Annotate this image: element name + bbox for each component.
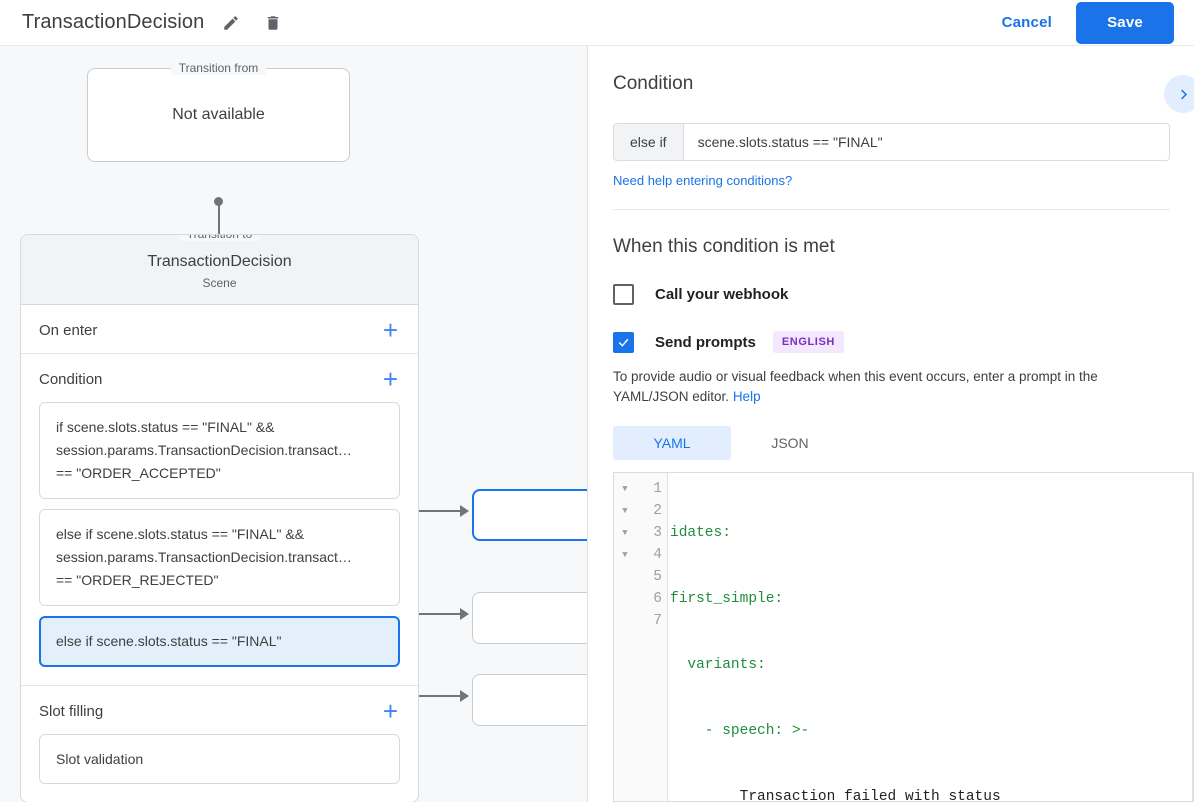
condition-arrow-2 — [460, 608, 469, 620]
scene-canvas: Transition from Not available Transition… — [0, 46, 588, 802]
fold-spacer — [614, 566, 636, 588]
prompts-description: To provide audio or visual feedback when… — [613, 367, 1170, 407]
trash-icon[interactable] — [258, 8, 288, 38]
slot-filling-list: Slot validation — [21, 734, 418, 802]
when-condition-met-section: When this condition is met Call your web… — [589, 210, 1194, 460]
line-number: 4 — [653, 547, 662, 563]
fold-arrow-icon[interactable]: ▼ — [622, 484, 628, 494]
line-number: 3 — [653, 525, 662, 541]
code-line: variants: — [670, 657, 766, 673]
cancel-button[interactable]: Cancel — [1001, 14, 1052, 31]
section-condition: Condition + if scene.slots.status == "FI… — [21, 354, 418, 686]
transition-connector-dot — [214, 197, 223, 206]
target-box-1[interactable] — [472, 489, 587, 541]
prompts-help-link[interactable]: Help — [732, 389, 761, 404]
section-slot-filling: Slot filling + Slot validation — [21, 686, 418, 802]
save-button[interactable]: Save — [1076, 1, 1174, 44]
top-bar: TransactionDecision Cancel Save — [0, 0, 1194, 46]
line-number: 2 — [653, 503, 662, 519]
prompts-description-text: To provide audio or visual feedback when… — [613, 369, 1098, 404]
section-header-condition: Condition + — [21, 354, 418, 402]
scene-type: Scene — [202, 276, 237, 290]
code-line: idates: — [670, 525, 731, 541]
editor-gutter: 1 2 3 4 5 6 7 — [636, 473, 668, 801]
chevron-right-icon[interactable] — [1164, 75, 1194, 113]
add-slot-filling-icon[interactable]: + — [382, 696, 398, 726]
transition-from-box: Transition from Not available — [87, 61, 350, 162]
condition-arrow-3 — [460, 690, 469, 702]
transition-from-legend: Transition from — [170, 61, 267, 75]
scene-panel: Transition to TransactionDecision Scene … — [20, 234, 419, 802]
code-line: - speech: >- — [670, 723, 810, 739]
condition-prefix-label: else if — [614, 124, 684, 160]
target-box-3[interactable] — [472, 674, 587, 726]
detail-panel: Condition else if Need help entering con… — [589, 46, 1194, 802]
send-prompts-checkbox[interactable] — [613, 331, 634, 353]
scene-name: TransactionDecision — [147, 253, 292, 270]
page-title: TransactionDecision — [22, 11, 205, 33]
code-line: first_simple: — [670, 591, 784, 607]
call-webhook-label: Call your webhook — [655, 286, 789, 303]
condition-arrow-1 — [460, 505, 469, 517]
condition-line-3 — [400, 695, 462, 697]
code-line: Transaction failed with status — [670, 789, 1001, 801]
yaml-editor[interactable]: ▼ ▼ ▼ ▼ 1 2 3 4 5 6 7 — [613, 472, 1194, 802]
condition-card[interactable]: else if scene.slots.status == "FINAL" &&… — [39, 509, 400, 606]
line-number: 7 — [653, 613, 662, 629]
add-condition-icon[interactable]: + — [382, 364, 398, 394]
call-webhook-checkbox[interactable] — [613, 284, 634, 305]
section-title-condition: Condition — [39, 370, 103, 388]
line-number: 1 — [653, 481, 662, 497]
condition-list: if scene.slots.status == "FINAL" && sess… — [21, 402, 418, 685]
panel-divider — [613, 209, 1170, 210]
fold-arrow-icon[interactable]: ▼ — [622, 528, 628, 538]
when-met-title: When this condition is met — [613, 236, 835, 257]
tab-yaml[interactable]: YAML — [613, 426, 731, 460]
target-box-2[interactable] — [472, 592, 587, 644]
transition-from-value: Not available — [172, 106, 265, 123]
condition-section: Condition else if Need help entering con… — [589, 46, 1194, 210]
condition-expression-input[interactable] — [683, 124, 1169, 160]
section-header-on-enter: On enter + — [21, 305, 418, 353]
editor-code[interactable]: idates: first_simple: variants: - speech… — [668, 473, 1193, 801]
line-number: 5 — [653, 569, 662, 585]
language-badge: ENGLISH — [772, 331, 844, 353]
section-on-enter: On enter + — [21, 305, 418, 354]
line-number: 6 — [653, 591, 662, 607]
send-prompts-row: Send prompts ENGLISH — [613, 331, 1170, 353]
slot-validation-card[interactable]: Slot validation — [39, 734, 400, 784]
section-title-slot-filling: Slot filling — [39, 702, 104, 720]
condition-card-selected[interactable]: else if scene.slots.status == "FINAL" — [39, 616, 400, 667]
send-prompts-label: Send prompts — [655, 333, 756, 351]
editor-wrapper: ▼ ▼ ▼ ▼ 1 2 3 4 5 6 7 — [589, 472, 1194, 802]
condition-help-link[interactable]: Need help entering conditions? — [613, 173, 793, 188]
tab-json[interactable]: JSON — [771, 435, 809, 451]
transition-to-box: Transition to TransactionDecision Scene — [21, 235, 418, 305]
condition-line-2 — [400, 613, 462, 615]
add-on-enter-icon[interactable]: + — [382, 315, 398, 345]
editor-scrollbar[interactable] — [1192, 473, 1193, 801]
editor-tabs: YAML JSON — [613, 426, 1170, 460]
editor-fold-column: ▼ ▼ ▼ ▼ — [614, 473, 636, 801]
transition-arrow-line — [218, 203, 220, 247]
transition-to-legend: Transition to — [178, 235, 261, 241]
webhook-row: Call your webhook — [613, 284, 1170, 305]
section-title-on-enter: On enter — [39, 321, 98, 339]
fold-arrow-icon[interactable]: ▼ — [622, 506, 628, 516]
fold-arrow-icon[interactable]: ▼ — [622, 550, 628, 560]
condition-input-row: else if — [613, 123, 1170, 161]
pencil-icon[interactable] — [216, 8, 246, 38]
section-header-slot-filling: Slot filling + — [21, 686, 418, 734]
condition-card[interactable]: if scene.slots.status == "FINAL" && sess… — [39, 402, 400, 499]
fold-spacer — [614, 610, 636, 632]
panel-title: Condition — [613, 73, 694, 94]
fold-spacer — [614, 588, 636, 610]
condition-line-1 — [400, 510, 462, 512]
